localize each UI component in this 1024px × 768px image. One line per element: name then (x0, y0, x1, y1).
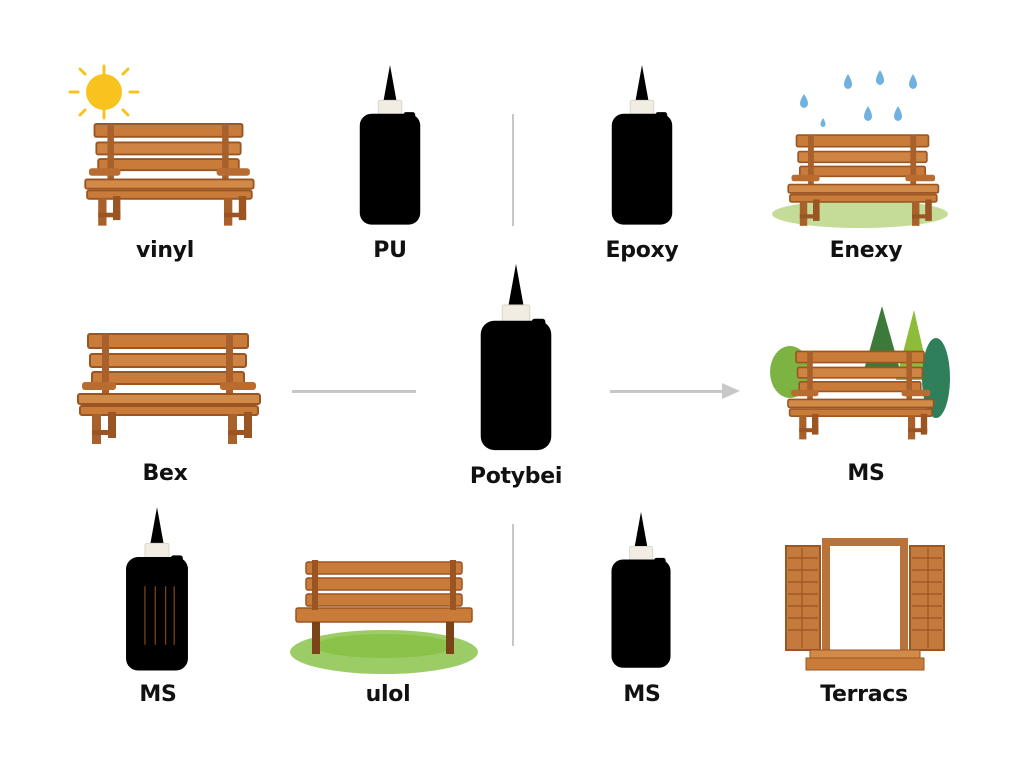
vertical-divider-top (512, 114, 514, 226)
item-label-ms-bottom-1: MS (139, 682, 177, 707)
center-glue-bottle-icon: .c0 .nz{fill:#e53935}.c0 .bd{fill:#3b6fb… (462, 258, 570, 454)
wooden-door-frame-icon (784, 536, 946, 672)
glue-bottle-epoxy-icon: .a2 .nz{fill:#e8621a}.a2 .bd{fill:#fbe39… (600, 58, 684, 230)
item-label-bex: Bex (142, 461, 188, 486)
connector-arrow-right (610, 390, 724, 393)
glue-bottle-pu-icon: .a1 .nz{fill:#1e8a96}.a1 .bd{fill:#d8ece… (348, 58, 432, 230)
bench-on-grass-icon (286, 556, 482, 674)
item-label-pu: PU (373, 238, 407, 263)
item-label-ulol: ulol (365, 682, 411, 707)
bench-with-trees-icon (766, 300, 956, 460)
wood-glue-bottle-icon: .b1 .nz{fill:#ef7a16}.b1 .bd{fill:#f9b92… (114, 502, 200, 674)
bench-in-rain-icon (768, 66, 958, 230)
connector-line-left (292, 390, 416, 393)
item-label-epoxy: Epoxy (605, 238, 679, 263)
vertical-divider-bottom (512, 524, 514, 646)
item-label-ms-mid: MS (847, 461, 885, 486)
arrow-head-icon (722, 383, 740, 399)
center-label: Potybei (469, 464, 563, 489)
item-label-terracs: Terracs (820, 682, 908, 707)
bench-in-sun-icon (66, 60, 266, 230)
item-label-ms-bottom-3: MS (623, 682, 661, 707)
bench-icon (68, 322, 268, 450)
item-label-vinyl: vinyl (136, 238, 194, 263)
glue-bottle-ms-icon: .b3 .nz{fill:#7a1c1c}.b3 .bd{fill:#fbe39… (600, 504, 682, 674)
item-label-enexy: Enexy (829, 238, 903, 263)
